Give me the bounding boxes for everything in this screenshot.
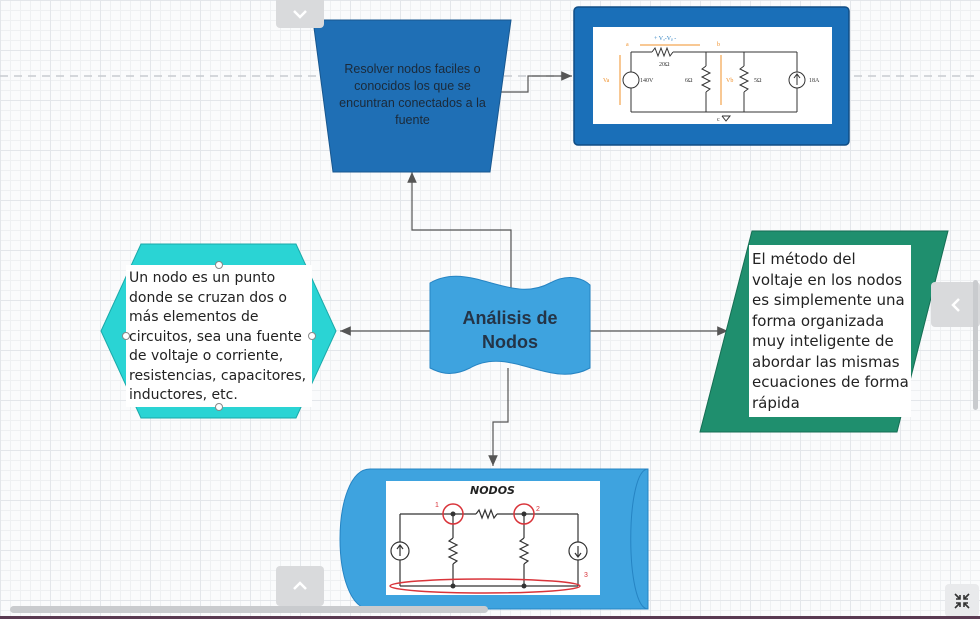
circuit-image-top[interactable]: + Vₐ-Vᵦ - 20Ω 140V 6Ω 5Ω 18A a b Va Vb c <box>573 6 850 146</box>
svg-text:140V: 140V <box>640 78 654 84</box>
left-hexagon-textbox <box>126 265 312 407</box>
right-parallelogram-text: El método del voltaje en los nodos es si… <box>752 250 909 412</box>
svg-text:3: 3 <box>584 572 588 579</box>
connector-to-top <box>407 172 512 290</box>
svg-text:18A: 18A <box>809 78 820 84</box>
left-hexagon-text: Un nodo es un punto donde se cruzan dos … <box>129 270 307 403</box>
vertical-scrollbar[interactable] <box>973 280 978 410</box>
svg-text:2: 2 <box>536 506 540 513</box>
top-trapezoid-text: Resolver nodos faciles o conocidos los q… <box>339 62 486 127</box>
right-textbox <box>749 245 911 417</box>
svg-text:5Ω: 5Ω <box>754 78 762 84</box>
chevron-down-icon <box>293 10 307 19</box>
center-title-line1: Análisis de <box>462 308 558 328</box>
fit-view-button[interactable] <box>945 584 979 617</box>
circuit-title: NODOS <box>470 484 515 497</box>
bottom-bar <box>0 616 980 619</box>
svg-text:b: b <box>717 42 720 48</box>
circuit-image-bottom[interactable]: NODOS 1 2 3 <box>386 481 600 595</box>
center-wave-title: Análisis de Nodos <box>440 306 580 354</box>
svg-text:+ Vₐ-Vᵦ -: + Vₐ-Vᵦ - <box>654 36 676 42</box>
svg-text:Vb: Vb <box>726 78 733 84</box>
svg-text:Va: Va <box>603 78 610 84</box>
svg-text:a: a <box>626 42 629 48</box>
chevron-left-icon <box>950 297 960 312</box>
center-wave-shape[interactable] <box>429 275 591 375</box>
selection-handles[interactable] <box>122 261 316 411</box>
center-title-line2: Nodos <box>482 332 538 352</box>
svg-text:6Ω: 6Ω <box>685 78 693 84</box>
connectors <box>340 71 728 466</box>
collapse-icon <box>954 592 970 609</box>
horizontal-scrollbar[interactable] <box>10 606 488 613</box>
svg-text:c: c <box>717 117 720 123</box>
expand-bottom-button[interactable] <box>276 566 324 606</box>
chevron-up-icon <box>293 581 307 590</box>
side-panel-button[interactable] <box>931 282 980 327</box>
svg-text:1: 1 <box>435 502 439 509</box>
connector-top-to-image <box>490 71 572 93</box>
connector-to-bottom <box>488 368 509 466</box>
top-trapezoid-shape[interactable] <box>312 19 512 173</box>
collapse-top-button[interactable] <box>276 0 324 28</box>
svg-text:20Ω: 20Ω <box>659 62 670 68</box>
